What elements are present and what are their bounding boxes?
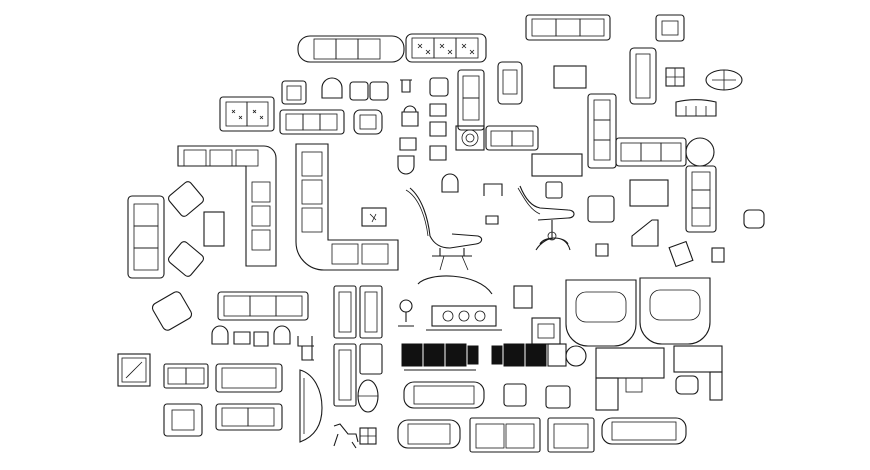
small-table-center	[513, 285, 533, 309]
sofa-bottom-row-3	[547, 417, 595, 453]
sofa-left-vertical	[127, 195, 165, 279]
armchair-square-center-mid	[531, 317, 561, 345]
three-seat-sofa-top-center	[525, 14, 611, 41]
l-shaped-sofa-top-right-center	[455, 125, 539, 151]
loveseat-lower-left	[163, 363, 209, 389]
window-square-lower	[359, 427, 377, 445]
tufted-sofa-top	[405, 33, 487, 63]
armchair-square-center	[497, 61, 523, 105]
angled-chairs-left	[168, 181, 204, 277]
armchair-lower-left	[163, 403, 203, 437]
chair-small-center-right	[545, 181, 615, 223]
tall-sofa-pair-lower	[333, 343, 383, 407]
chair-side-lower	[333, 423, 359, 449]
l-sectional-left	[177, 145, 277, 267]
big-armchairs-pair	[565, 277, 711, 347]
sofa-row-right	[615, 137, 687, 167]
sofa-bottom-row-1	[397, 419, 461, 449]
long-sofa-lower-center	[403, 381, 485, 409]
small-chairs-row-1	[281, 77, 449, 105]
tall-sofa-center	[457, 69, 485, 131]
curved-bench-right	[675, 99, 717, 117]
sofa-lower-left-two	[215, 363, 283, 393]
chair-far-right	[743, 209, 765, 229]
chair-small-lower	[297, 336, 314, 361]
lounge-chair-side-view	[405, 187, 493, 295]
oval-table-right	[705, 69, 743, 91]
oval-table-lower	[357, 379, 379, 413]
bench-three-seat-side	[426, 305, 502, 331]
tall-sofa-pair-center	[333, 285, 383, 339]
desk-chair-small	[398, 299, 414, 327]
chair-column-center	[397, 103, 447, 175]
coffee-table-left	[203, 211, 225, 247]
sofa-bottom-row-4	[601, 417, 687, 445]
dark-bench-left	[401, 343, 479, 371]
loveseat-lower-left-bottom	[215, 403, 283, 431]
sofa-vertical-right	[629, 47, 657, 105]
office-chair-side-view	[517, 185, 575, 251]
round-table-right	[685, 137, 715, 167]
console-table-center-right	[531, 153, 583, 177]
long-sofa-vertical-right	[587, 93, 617, 169]
curved-sofa-vertical-lower	[299, 369, 323, 443]
l-desk-right	[595, 347, 665, 411]
three-seat-sofa-mid-left	[217, 291, 309, 321]
armchair-angled-center-right	[595, 219, 725, 268]
window-square-right	[665, 67, 685, 87]
three-seat-sofa-left	[279, 109, 345, 135]
table-center-right	[629, 179, 669, 207]
rounded-sofa-top-left	[297, 35, 405, 63]
desk-with-chair-far-right	[673, 345, 723, 401]
armchair-angled-left	[151, 291, 193, 331]
chair-row-mid-left	[211, 325, 291, 347]
dark-bench-right	[491, 343, 587, 367]
armchair-top-right	[655, 14, 685, 42]
sofa-vertical-far-right	[685, 165, 717, 233]
square-table-lower-left	[117, 353, 151, 387]
small-chair-row-center	[441, 173, 503, 225]
tufted-loveseat-left	[219, 96, 275, 132]
chair-small-lower-center	[503, 383, 571, 409]
armchair-left-row	[353, 109, 383, 135]
coffee-table-center	[553, 65, 587, 89]
sofa-bottom-row-2	[469, 417, 541, 453]
curved-l-sofa-center-left	[295, 143, 399, 271]
small-plant-box	[361, 207, 387, 227]
